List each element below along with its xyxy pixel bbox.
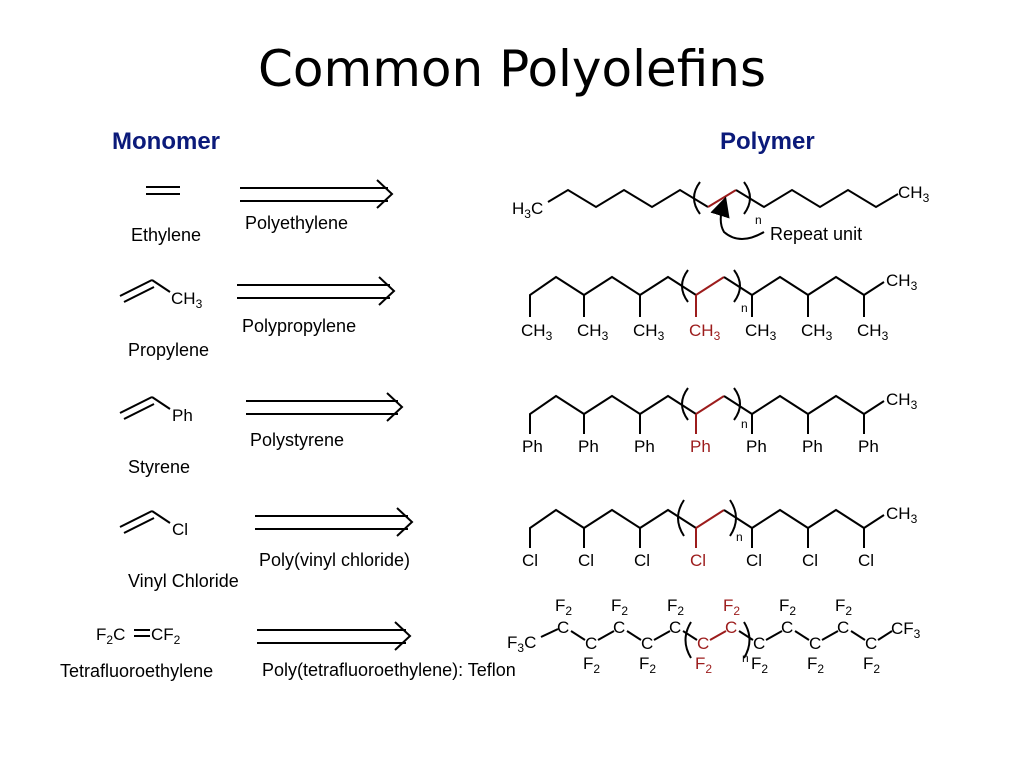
atom-label: Cl <box>690 551 706 570</box>
polymer-name-pvc: Poly(vinyl chloride) <box>259 550 410 570</box>
ethylene-structure <box>146 186 180 195</box>
atom-label: F2 <box>807 654 824 676</box>
atom-label: Cl <box>858 551 874 570</box>
atom-label: Cl <box>172 520 188 539</box>
atom-label: n <box>755 213 762 227</box>
double-arrow-tfe <box>257 621 412 651</box>
atom-label: C <box>865 634 877 653</box>
polymer-header: Polymer <box>720 128 815 155</box>
atom-label: CH3 <box>886 271 918 293</box>
atom-label: C <box>753 634 765 653</box>
atom-label: CH3 <box>633 321 665 343</box>
atom-label: CH3 <box>689 321 721 343</box>
atom-label: CH3 <box>898 183 930 205</box>
atom-label: F2 <box>779 596 796 618</box>
double-arrow-ethylene <box>240 179 394 209</box>
atom-label: H3C <box>512 199 543 221</box>
atom-label: C <box>809 634 821 653</box>
atom-label: C <box>837 618 849 637</box>
atom-label: F2 <box>835 596 852 618</box>
atom-label: F2 <box>639 654 656 676</box>
atom-label: Ph <box>858 437 879 456</box>
atom-label: Ph <box>172 406 193 425</box>
vinyl-chloride-structure: Cl <box>119 510 188 539</box>
tfe-structure: F2C CF2 <box>96 625 181 647</box>
atom-label: Ph <box>802 437 823 456</box>
atom-label: n <box>741 417 748 431</box>
ptfe-structure: F3C C C C C C C F2 F2 F2 F2 F2 F2 C C C … <box>507 596 921 676</box>
monomer-name-tetrafluoroethylene: Tetrafluoroethylene <box>60 661 213 681</box>
repeat-unit-label: Repeat unit <box>770 224 862 244</box>
atom-label: C <box>697 634 709 653</box>
atom-label: CF2 <box>151 625 181 647</box>
atom-label: CH3 <box>886 504 918 526</box>
atom-label: CH3 <box>745 321 777 343</box>
styrene-structure: Ph <box>119 396 193 425</box>
atom-label: F2 <box>583 654 600 676</box>
polymer-name-polyethylene: Polyethylene <box>245 213 348 233</box>
page-title: Common Polyolefins <box>258 40 766 98</box>
monomer-name-propylene: Propylene <box>128 340 209 360</box>
atom-label: F3C <box>507 633 536 655</box>
atom-label: F2 <box>555 596 572 618</box>
atom-label: F2 <box>751 654 768 676</box>
polymer-name-teflon: Poly(tetrafluoroethylene): Teflon <box>262 660 516 680</box>
atom-label: C <box>725 618 737 637</box>
atom-label: Ph <box>746 437 767 456</box>
atom-label: F2 <box>611 596 628 618</box>
monomer-name-ethylene: Ethylene <box>131 225 201 245</box>
atom-label: n <box>742 651 749 665</box>
double-arrow-styrene <box>246 392 404 422</box>
atom-label: C <box>669 618 681 637</box>
polyethylene-structure: H3C CH3 n Repeat unit <box>512 181 930 244</box>
atom-label: CH3 <box>521 321 553 343</box>
atom-label: CH3 <box>857 321 889 343</box>
atom-label: CH3 <box>886 390 918 412</box>
atom-label: Ph <box>522 437 543 456</box>
atom-label: n <box>741 301 748 315</box>
atom-label: F2 <box>723 596 740 618</box>
pvc-structure: CH3 Cl Cl Cl Cl Cl Cl Cl n <box>522 499 918 570</box>
repeat-unit-arrow <box>710 196 765 240</box>
atom-label: F2C <box>96 625 125 647</box>
propylene-structure: CH3 <box>119 279 203 311</box>
atom-label: CF3 <box>891 619 921 641</box>
atom-label: CH3 <box>171 289 203 311</box>
atom-label: F2 <box>695 654 712 676</box>
atom-label: Ph <box>578 437 599 456</box>
double-arrow-vinyl-chloride <box>255 507 414 537</box>
atom-label: C <box>641 634 653 653</box>
monomer-header: Monomer <box>112 128 220 155</box>
polystyrene-structure: CH3 Ph Ph Ph Ph Ph Ph Ph n <box>522 387 918 456</box>
polymer-name-polypropylene: Polypropylene <box>242 316 356 336</box>
atom-label: F2 <box>863 654 880 676</box>
atom-label: C <box>585 634 597 653</box>
atom-label: C <box>557 618 569 637</box>
atom-label: Cl <box>522 551 538 570</box>
atom-label: Cl <box>634 551 650 570</box>
polymer-name-polystyrene: Polystyrene <box>250 430 344 450</box>
monomer-name-styrene: Styrene <box>128 457 190 477</box>
atom-label: CH3 <box>577 321 609 343</box>
polypropylene-structure: CH3 CH3 CH3 CH3 CH3 CH3 CH3 CH3 n <box>521 269 918 343</box>
monomer-name-vinyl-chloride: Vinyl Chloride <box>128 571 239 591</box>
atom-label: C <box>613 618 625 637</box>
atom-label: CH3 <box>801 321 833 343</box>
double-arrow-propylene <box>237 276 396 306</box>
atom-label: Cl <box>746 551 762 570</box>
atom-label: C <box>781 618 793 637</box>
atom-label: Cl <box>578 551 594 570</box>
atom-label: Ph <box>634 437 655 456</box>
atom-label: Ph <box>690 437 711 456</box>
atom-label: n <box>736 530 743 544</box>
atom-label: F2 <box>667 596 684 618</box>
atom-label: Cl <box>802 551 818 570</box>
